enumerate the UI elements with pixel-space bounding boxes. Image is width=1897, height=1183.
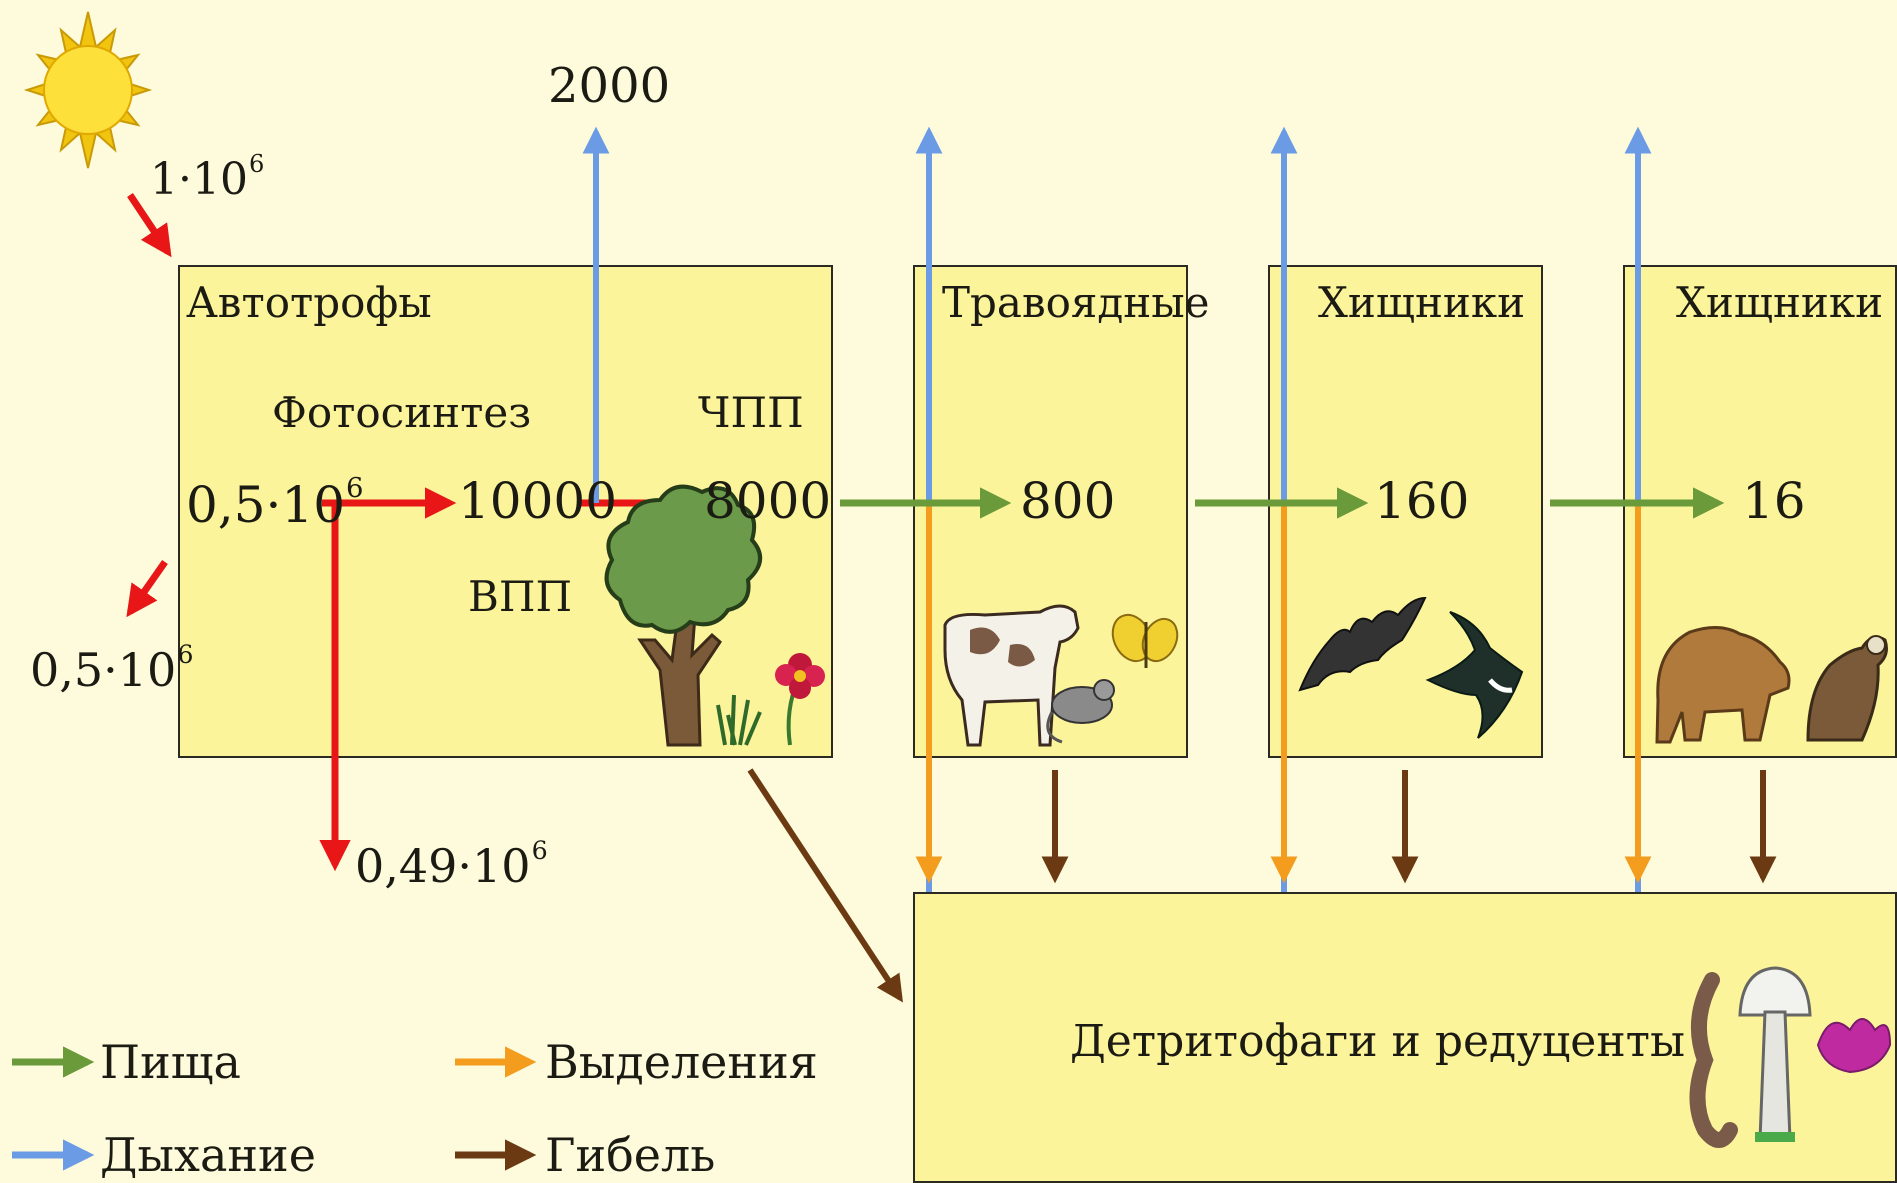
sun-input-arrow [127, 193, 172, 258]
swallow-icon [1425, 611, 1524, 739]
reflected-energy-value: 0,5·106 [30, 640, 194, 697]
sun-energy-value: 1·106 [150, 150, 265, 205]
fungus-icon [1816, 1018, 1892, 1074]
cow-icon [943, 604, 1080, 747]
mouse-icon [1046, 679, 1115, 744]
legend-excretion-label: Выделения [545, 1035, 818, 1089]
worm-icon [1689, 972, 1738, 1148]
death-arrow [747, 768, 903, 1003]
excretion-arrows [915, 505, 1652, 884]
bat-icon [1298, 596, 1427, 692]
grass-icon [716, 694, 762, 746]
npp-label: ЧПП [698, 388, 804, 437]
butterfly-icon [1111, 613, 1179, 668]
gpp-label: ВПП [468, 572, 573, 621]
sun-icon [23, 11, 153, 169]
gpp-value: 10000 [458, 472, 618, 530]
legend-respiration-label: Дыхание [100, 1128, 316, 1182]
herbivores-value: 800 [1020, 472, 1116, 530]
legend-food-label: Пища [100, 1035, 241, 1089]
eagle-icon [1806, 635, 1888, 742]
legend-death-label: Гибель [545, 1128, 716, 1182]
mushroom-icon [1738, 966, 1812, 1142]
herbivores-title: Травоядные [942, 278, 1210, 327]
tree-icon [604, 484, 762, 747]
carnivores-1-title: Хищники [1318, 278, 1526, 327]
legend-swatches [12, 1046, 537, 1171]
absorbed-energy-value: 0,5·106 [186, 472, 364, 534]
bear-icon [1655, 626, 1791, 744]
carnivores-2-value: 16 [1742, 472, 1806, 530]
decomposers-title: Детритофаги и редуценты [1070, 1016, 1686, 1067]
carnivores-1-value: 160 [1374, 472, 1470, 530]
heat-loss-value: 0,49·106 [355, 836, 548, 893]
respiration-value: 2000 [548, 58, 671, 114]
autotrophs-title: Автотрофы [186, 278, 432, 327]
reflected-arrow [126, 559, 168, 618]
carnivores-2-title: Хищники [1676, 278, 1884, 327]
death-arrows [747, 768, 1777, 1003]
photosynthesis-label: Фотосинтез [272, 388, 532, 437]
npp-value: 8000 [704, 472, 832, 530]
flower-icon [775, 653, 825, 746]
